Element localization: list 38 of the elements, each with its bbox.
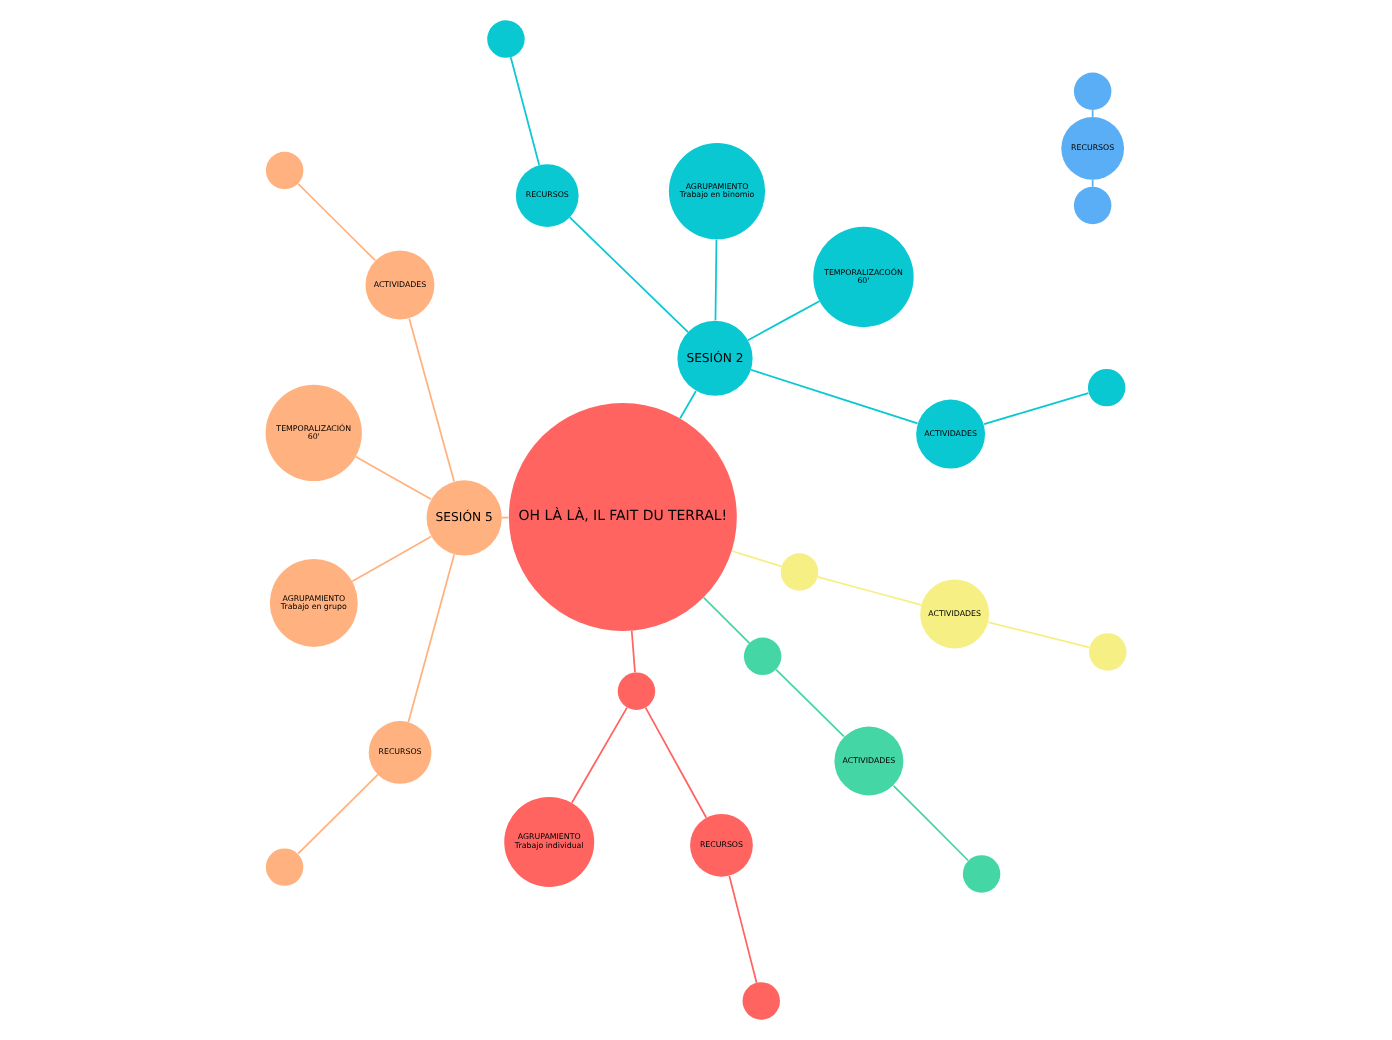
connector bbox=[987, 621, 1091, 649]
connector bbox=[568, 216, 689, 333]
connector bbox=[702, 596, 751, 644]
connector bbox=[731, 550, 783, 568]
connector bbox=[297, 183, 377, 262]
node-circle bbox=[617, 672, 656, 710]
connector bbox=[407, 553, 456, 723]
connector bbox=[1091, 109, 1094, 118]
connector bbox=[571, 706, 628, 804]
node-circle bbox=[265, 151, 304, 190]
node-circle bbox=[780, 553, 819, 591]
connector bbox=[816, 576, 923, 606]
node-circle bbox=[1089, 633, 1127, 671]
connector bbox=[892, 784, 970, 862]
node-circle bbox=[1073, 72, 1112, 111]
connector bbox=[749, 368, 919, 425]
connector bbox=[679, 390, 697, 420]
connector bbox=[500, 516, 510, 519]
connector bbox=[355, 455, 433, 501]
connector bbox=[1091, 179, 1094, 188]
connector bbox=[297, 773, 379, 855]
connector bbox=[728, 875, 758, 984]
connector bbox=[509, 56, 541, 166]
connector bbox=[775, 668, 845, 738]
node-circle bbox=[742, 982, 780, 1020]
node-circle bbox=[1087, 368, 1126, 407]
connector bbox=[644, 706, 708, 819]
node-circle bbox=[962, 855, 1001, 893]
node-circle bbox=[743, 637, 782, 676]
node-circle bbox=[1073, 186, 1112, 225]
node-circle bbox=[487, 20, 525, 58]
node-circle bbox=[265, 848, 304, 886]
connector bbox=[714, 238, 718, 322]
connector bbox=[630, 629, 636, 674]
connector bbox=[983, 392, 1090, 425]
connector bbox=[351, 535, 433, 583]
connector bbox=[747, 300, 821, 342]
connector bbox=[408, 317, 456, 483]
